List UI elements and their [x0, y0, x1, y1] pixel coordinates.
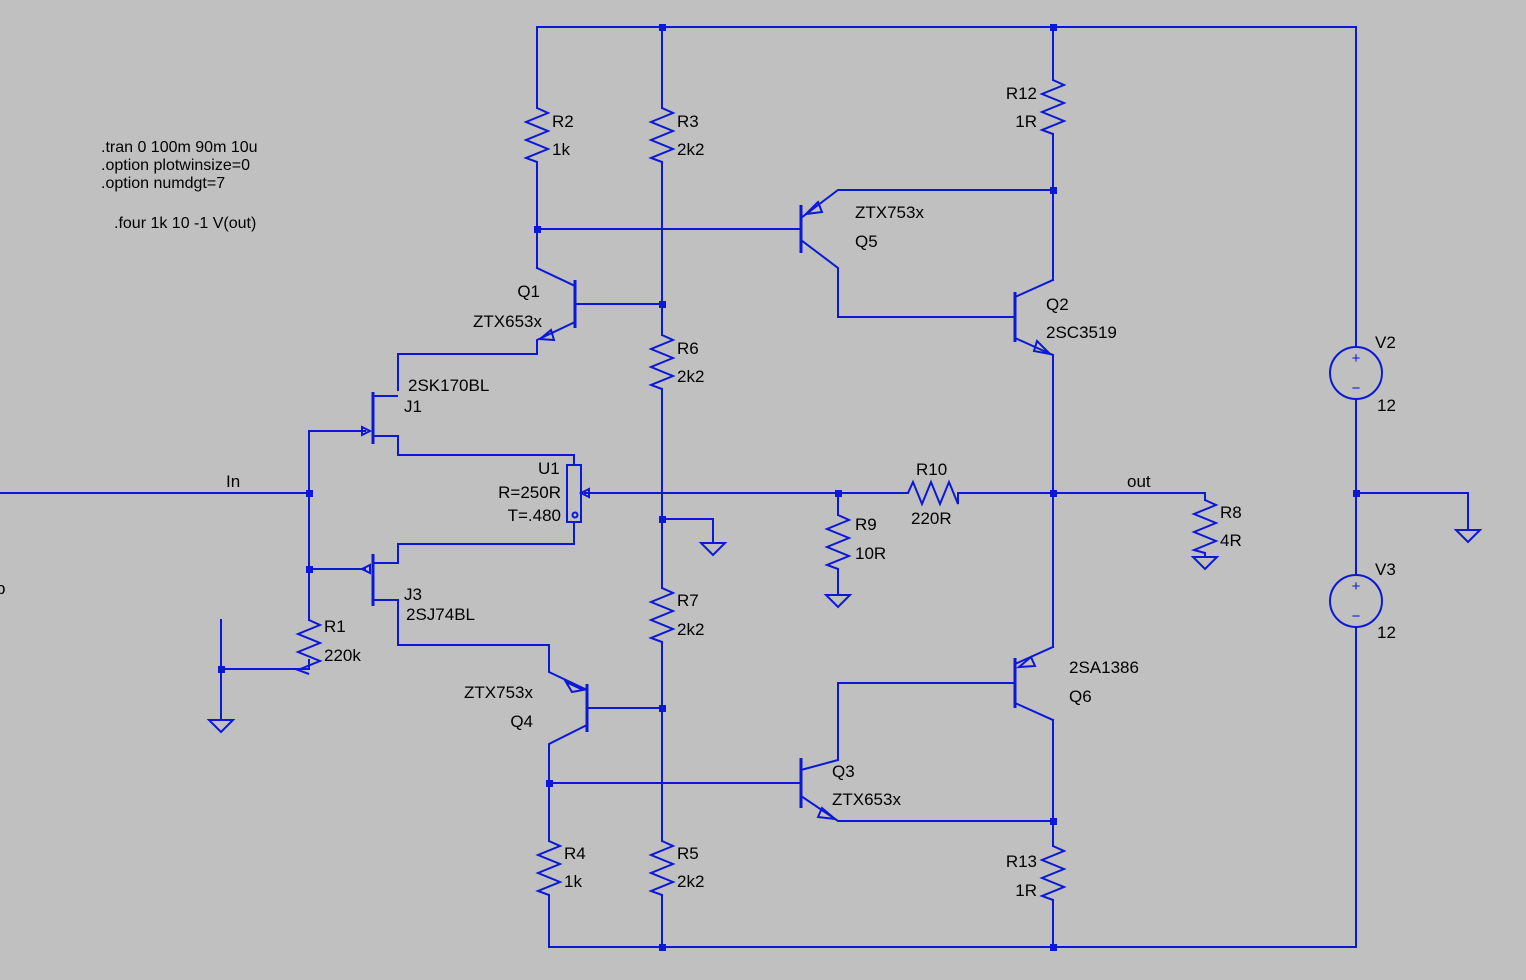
resistor-r3[interactable] — [648, 107, 676, 163]
r7-value[interactable]: 2k2 — [677, 620, 704, 639]
r3-value[interactable]: 2k2 — [677, 140, 704, 159]
r12-name[interactable]: R12 — [1006, 84, 1037, 103]
j3-name[interactable]: J3 — [404, 585, 422, 604]
r8-value[interactable]: 4R — [1220, 531, 1242, 550]
ground-icon — [823, 594, 853, 609]
junction-dots — [218, 24, 1360, 951]
v2-plus-sign: + — [1352, 350, 1361, 367]
v2-value[interactable]: 12 — [1377, 396, 1396, 415]
directive-tran[interactable]: .tran 0 100m 90m 10u — [101, 139, 258, 156]
r13-value[interactable]: 1R — [1015, 881, 1037, 900]
potentiometer-u1[interactable] — [566, 464, 590, 523]
r5-name[interactable]: R5 — [677, 844, 699, 863]
r2-name[interactable]: R2 — [552, 112, 574, 131]
q4-name[interactable]: Q4 — [510, 712, 533, 731]
u1-name[interactable]: U1 — [538, 459, 560, 478]
net-label-in[interactable]: In — [226, 472, 240, 491]
resistor-r2[interactable] — [523, 107, 551, 163]
wires — [0, 26, 1469, 948]
r13-name[interactable]: R13 — [1006, 852, 1037, 871]
jfet-j3[interactable] — [359, 554, 398, 606]
r10-value[interactable]: 220R — [911, 509, 952, 528]
voltage-source-v2[interactable]: + − — [1329, 346, 1383, 400]
transistor-q5[interactable] — [799, 200, 824, 253]
resistor-r12[interactable] — [1039, 79, 1067, 135]
transistor-q1[interactable] — [537, 280, 577, 342]
transistor-q6[interactable] — [1013, 655, 1037, 708]
q3-name[interactable]: Q3 — [832, 762, 855, 781]
v2-name[interactable]: V2 — [1375, 333, 1396, 352]
r3-name[interactable]: R3 — [677, 112, 699, 131]
directive-numdgt[interactable]: .option numdgt=7 — [101, 175, 225, 192]
q1-model[interactable]: ZTX653x — [473, 312, 542, 331]
q4-model[interactable]: ZTX753x — [464, 683, 533, 702]
transistor-q3[interactable] — [799, 758, 839, 821]
ground-icon — [1453, 529, 1483, 544]
voltage-source-v3[interactable]: + − — [1329, 574, 1383, 628]
u1-resistance[interactable]: R=250R — [498, 483, 561, 502]
transistor-q2[interactable] — [1013, 292, 1053, 356]
u1-position[interactable]: T=.480 — [508, 506, 561, 525]
resistor-r7[interactable] — [648, 587, 676, 643]
net-label-out[interactable]: out — [1127, 472, 1151, 491]
resistor-r10[interactable] — [907, 479, 959, 507]
r5-value[interactable]: 2k2 — [677, 872, 704, 891]
q2-name[interactable]: Q2 — [1046, 295, 1069, 314]
resistor-r1[interactable] — [295, 619, 323, 675]
j1-name[interactable]: J1 — [404, 397, 422, 416]
r9-name[interactable]: R9 — [855, 515, 877, 534]
v2-minus-sign: − — [1352, 380, 1361, 397]
ground-icon — [698, 542, 728, 557]
r1-value[interactable]: 220k — [324, 646, 361, 665]
r4-value[interactable]: 1k — [564, 872, 582, 891]
q2-model[interactable]: 2SC3519 — [1046, 323, 1117, 342]
r10-name[interactable]: R10 — [916, 460, 947, 479]
spice-directives: .tran 0 100m 90m 10u .option plotwinsize… — [101, 139, 258, 232]
transistor-q4[interactable] — [563, 679, 589, 732]
r1-name[interactable]: R1 — [324, 617, 346, 636]
r7-name[interactable]: R7 — [677, 591, 699, 610]
r8-name[interactable]: R8 — [1220, 503, 1242, 522]
resistor-r9[interactable] — [824, 514, 852, 570]
resistor-r8[interactable] — [1190, 499, 1219, 554]
v3-name[interactable]: V3 — [1375, 560, 1396, 579]
r6-value[interactable]: 2k2 — [677, 367, 704, 386]
r12-value[interactable]: 1R — [1015, 112, 1037, 131]
resistor-r5[interactable] — [648, 840, 676, 896]
v3-value[interactable]: 12 — [1377, 623, 1396, 642]
q5-name[interactable]: Q5 — [855, 232, 878, 251]
q6-name[interactable]: Q6 — [1069, 687, 1092, 706]
ground-symbols — [206, 529, 1483, 734]
q6-model[interactable]: 2SA1386 — [1069, 658, 1139, 677]
q1-name[interactable]: Q1 — [517, 282, 540, 301]
j1-model[interactable]: 2SK170BL — [408, 376, 489, 395]
q3-model[interactable]: ZTX653x — [832, 790, 901, 809]
resistor-r6[interactable] — [648, 334, 676, 390]
net-label-edge: p — [0, 579, 5, 598]
r6-name[interactable]: R6 — [677, 339, 699, 358]
component-labels: R2 1k R3 2k2 R12 1R ZTX753x Q5 Q1 ZTX653… — [324, 84, 1396, 900]
v3-plus-sign: + — [1352, 578, 1361, 595]
directive-plotwinsize[interactable]: .option plotwinsize=0 — [101, 157, 250, 174]
resistor-r4[interactable] — [535, 840, 563, 896]
jfet-j1[interactable] — [361, 392, 398, 444]
j3-model[interactable]: 2SJ74BL — [406, 605, 475, 624]
directive-four[interactable]: .four 1k 10 -1 V(out) — [114, 215, 256, 232]
ground-icon — [206, 719, 236, 734]
v3-minus-sign: − — [1352, 608, 1361, 625]
ground-icon — [1190, 556, 1220, 571]
q5-model[interactable]: ZTX753x — [855, 203, 924, 222]
r4-name[interactable]: R4 — [564, 844, 586, 863]
r9-value[interactable]: 10R — [855, 544, 886, 563]
r2-value[interactable]: 1k — [552, 140, 570, 159]
resistor-r13[interactable] — [1039, 845, 1067, 901]
